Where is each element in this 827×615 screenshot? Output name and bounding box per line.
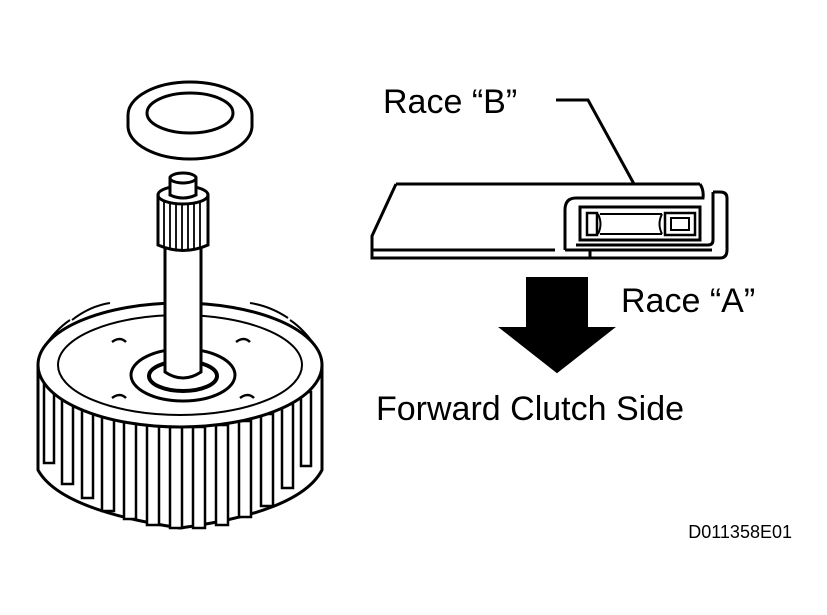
race-a-label: Race “A”	[621, 282, 755, 320]
gear-body	[36, 301, 324, 530]
direction-arrow	[498, 277, 616, 374]
input-shaft	[156, 171, 210, 380]
direction-label: Forward Clutch Side	[376, 390, 684, 428]
race-b-label: Race “B”	[383, 83, 517, 121]
section-view	[370, 98, 729, 260]
thrust-washer	[126, 80, 254, 161]
figure-code: D011358E01	[688, 522, 792, 542]
